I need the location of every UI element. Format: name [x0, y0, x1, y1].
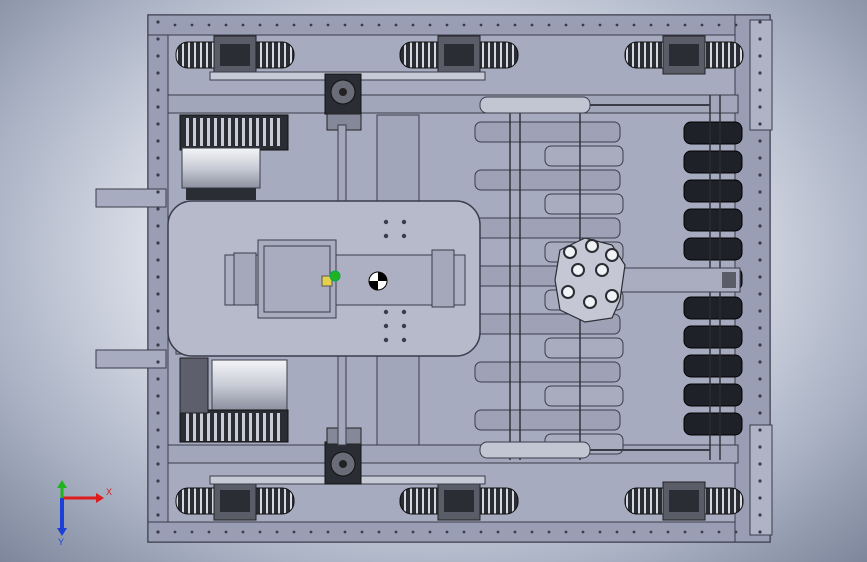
frame-holes	[156, 20, 762, 534]
origin-marker	[321, 270, 341, 287]
x-axis-label: X	[106, 487, 112, 497]
motor-bottom-left	[179, 357, 289, 443]
gripper-claw	[554, 237, 626, 323]
pneumatic-cylinders	[479, 96, 710, 459]
coordinate-triad: X Y	[57, 480, 112, 547]
center-of-mass-marker	[368, 271, 388, 291]
motor-top-left	[179, 114, 289, 200]
gear-motor-bottom	[324, 427, 362, 485]
gear-motor-top	[324, 73, 362, 131]
y-axis-label: Y	[58, 537, 64, 547]
drive-wheels	[175, 35, 744, 521]
